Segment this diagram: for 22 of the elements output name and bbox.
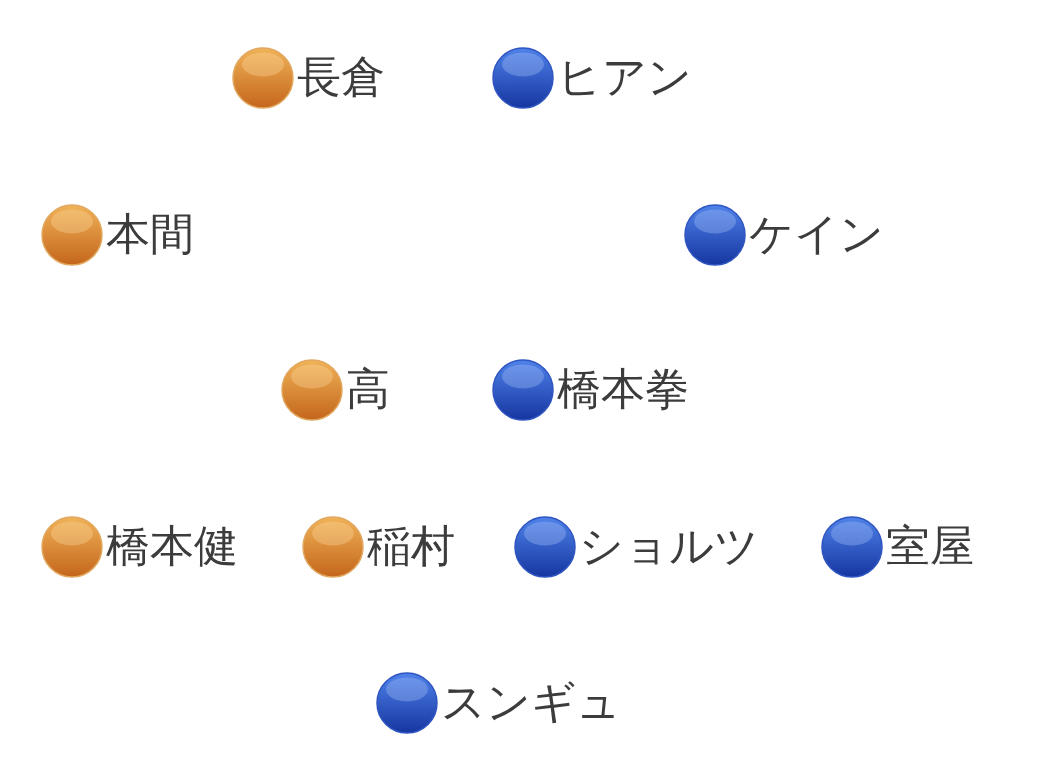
marker-icon [492,359,554,421]
name-label: 長倉 [297,51,385,103]
marker-icon [302,516,364,578]
marker-icon [821,516,883,578]
name-label: 稲村 [367,520,455,572]
marker-icon [492,47,554,109]
marker-icon [281,359,343,421]
marker-icon [41,516,103,578]
name-label: 本間 [106,208,194,260]
name-label: ケイン [749,208,884,260]
name-label: ヒアン [557,51,692,103]
name-label: ショルツ [579,520,759,572]
name-label: 橋本健 [106,520,238,572]
name-label: 室屋 [886,520,974,572]
marker-icon [514,516,576,578]
name-label: 高 [346,363,390,415]
marker-icon [684,204,746,266]
name-label: 橋本拳 [557,363,689,415]
marker-icon [376,672,438,734]
name-label: スンギュ [441,676,621,728]
marker-icon [41,204,103,266]
marker-icon [232,47,294,109]
